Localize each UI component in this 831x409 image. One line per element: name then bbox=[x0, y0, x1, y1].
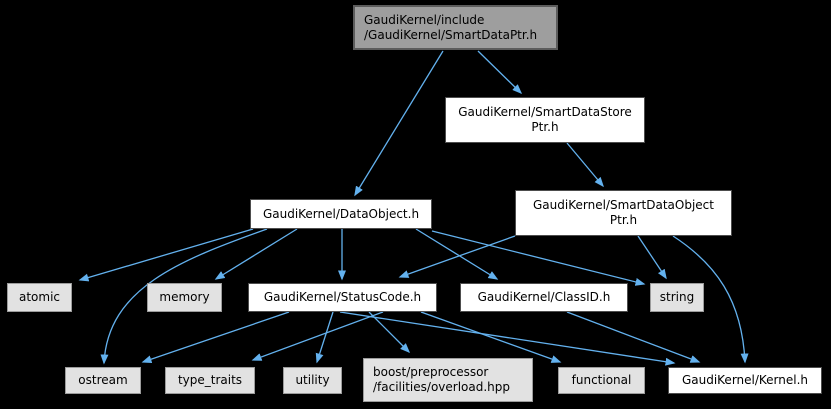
node-label-line: GaudiKernel/DataObject.h bbox=[262, 206, 420, 221]
edge-smartdatastoreptr-smartdataobjectptr bbox=[566, 142, 604, 188]
node-label-line: ostream bbox=[78, 373, 128, 387]
edges-group bbox=[78, 50, 749, 366]
node-label-line: GaudiKernel/SmartDataStore bbox=[458, 105, 632, 119]
edge-dataobject-ostream bbox=[100, 228, 268, 365]
node-type_traits: type_traits bbox=[165, 367, 255, 394]
node-label-line: type_traits bbox=[177, 373, 243, 387]
node-memory: memory bbox=[147, 283, 222, 312]
edge-smartdataptr-dataobject bbox=[354, 50, 444, 197]
node-label-line: /GaudiKernel/SmartDataPtr.h bbox=[364, 27, 538, 42]
node-label-line: Ptr.h bbox=[609, 213, 638, 227]
node-label-line: GaudiKernel/Kernel.h bbox=[681, 373, 809, 387]
node-label-line: /facilities/overload.hpp bbox=[373, 380, 510, 394]
node-label-line: GaudiKernel/SmartDataObject bbox=[533, 198, 714, 212]
node-utility: utility bbox=[283, 367, 342, 394]
node-label-line: string bbox=[659, 290, 695, 304]
edge-dataobject-classid bbox=[415, 228, 499, 280]
node-ostream: ostream bbox=[65, 367, 141, 394]
edge-smartdataobjectptr-statuscode bbox=[398, 235, 516, 278]
edge-statuscode-functional bbox=[420, 311, 562, 363]
edge-smartdataobjectptr-string bbox=[637, 235, 667, 280]
node-smartdataptr: GaudiKernel/include/GaudiKernel/SmartDat… bbox=[353, 5, 558, 50]
node-dataobject[interactable]: GaudiKernel/DataObject.h bbox=[250, 199, 432, 229]
node-label-line: boost/preprocessor bbox=[373, 365, 489, 379]
node-label-line: utility bbox=[295, 373, 330, 387]
edge-dataobject-string bbox=[431, 230, 646, 286]
node-boost_overload: boost/preprocessor/facilities/overload.h… bbox=[363, 358, 533, 402]
edge-statuscode-utility bbox=[315, 311, 334, 364]
node-label-line: memory bbox=[159, 290, 210, 304]
node-label-line: atomic bbox=[18, 290, 61, 304]
edge-smartdataptr-smartdatastoreptr bbox=[477, 50, 523, 95]
node-atomic: atomic bbox=[7, 283, 72, 312]
edge-statuscode-boost_overload bbox=[368, 311, 411, 354]
edge-dataobject-memory bbox=[214, 228, 298, 280]
node-label-line: GaudiKernel/include bbox=[364, 12, 485, 27]
node-string: string bbox=[650, 283, 704, 312]
node-classid[interactable]: GaudiKernel/ClassID.h bbox=[460, 283, 628, 312]
edge-smartdataobjectptr-kernel bbox=[672, 235, 749, 364]
node-label-line: functional bbox=[571, 373, 632, 387]
node-label-line: GaudiKernel/StatusCode.h bbox=[263, 290, 422, 304]
node-statuscode[interactable]: GaudiKernel/StatusCode.h bbox=[248, 283, 437, 312]
node-label-line: GaudiKernel/ClassID.h bbox=[477, 290, 611, 304]
node-label-line: Ptr.h bbox=[531, 120, 559, 134]
edge-statuscode-ostream bbox=[141, 311, 290, 364]
edge-classid-kernel bbox=[566, 311, 701, 363]
node-kernel[interactable]: GaudiKernel/Kernel.h bbox=[668, 367, 822, 394]
edge-dataobject-atomic bbox=[78, 228, 254, 282]
edge-statuscode-kernel bbox=[339, 311, 676, 366]
edge-statuscode-type_traits bbox=[251, 311, 384, 361]
node-functional: functional bbox=[558, 367, 645, 394]
